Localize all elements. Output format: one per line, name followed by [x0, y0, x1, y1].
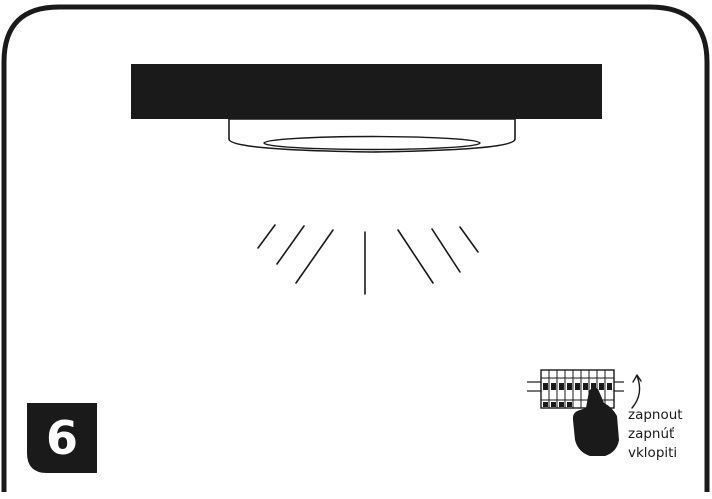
light-ray [295, 229, 334, 284]
hand-icon [572, 387, 619, 456]
light-rays [257, 224, 479, 295]
light-ray [431, 228, 461, 273]
switch-label-line: zapnúť [628, 426, 675, 442]
circuit-breaker-panel [527, 369, 624, 409]
switch-on-label: zapnout zapnúť vklopiti [628, 406, 683, 463]
switch-label-line: zapnout [628, 407, 683, 423]
ceiling-slab [131, 64, 602, 119]
step-badge [27, 403, 97, 473]
panel-frame [1, 4, 710, 492]
light-ray [397, 229, 434, 284]
light-ray [276, 225, 305, 265]
switch-label-line: vklopiti [628, 445, 678, 461]
light-ray [459, 226, 479, 253]
ceiling-lamp [228, 118, 516, 153]
curved-arrow-icon [631, 374, 642, 409]
step-number: 6 [45, 411, 78, 465]
light-ray [257, 224, 276, 249]
